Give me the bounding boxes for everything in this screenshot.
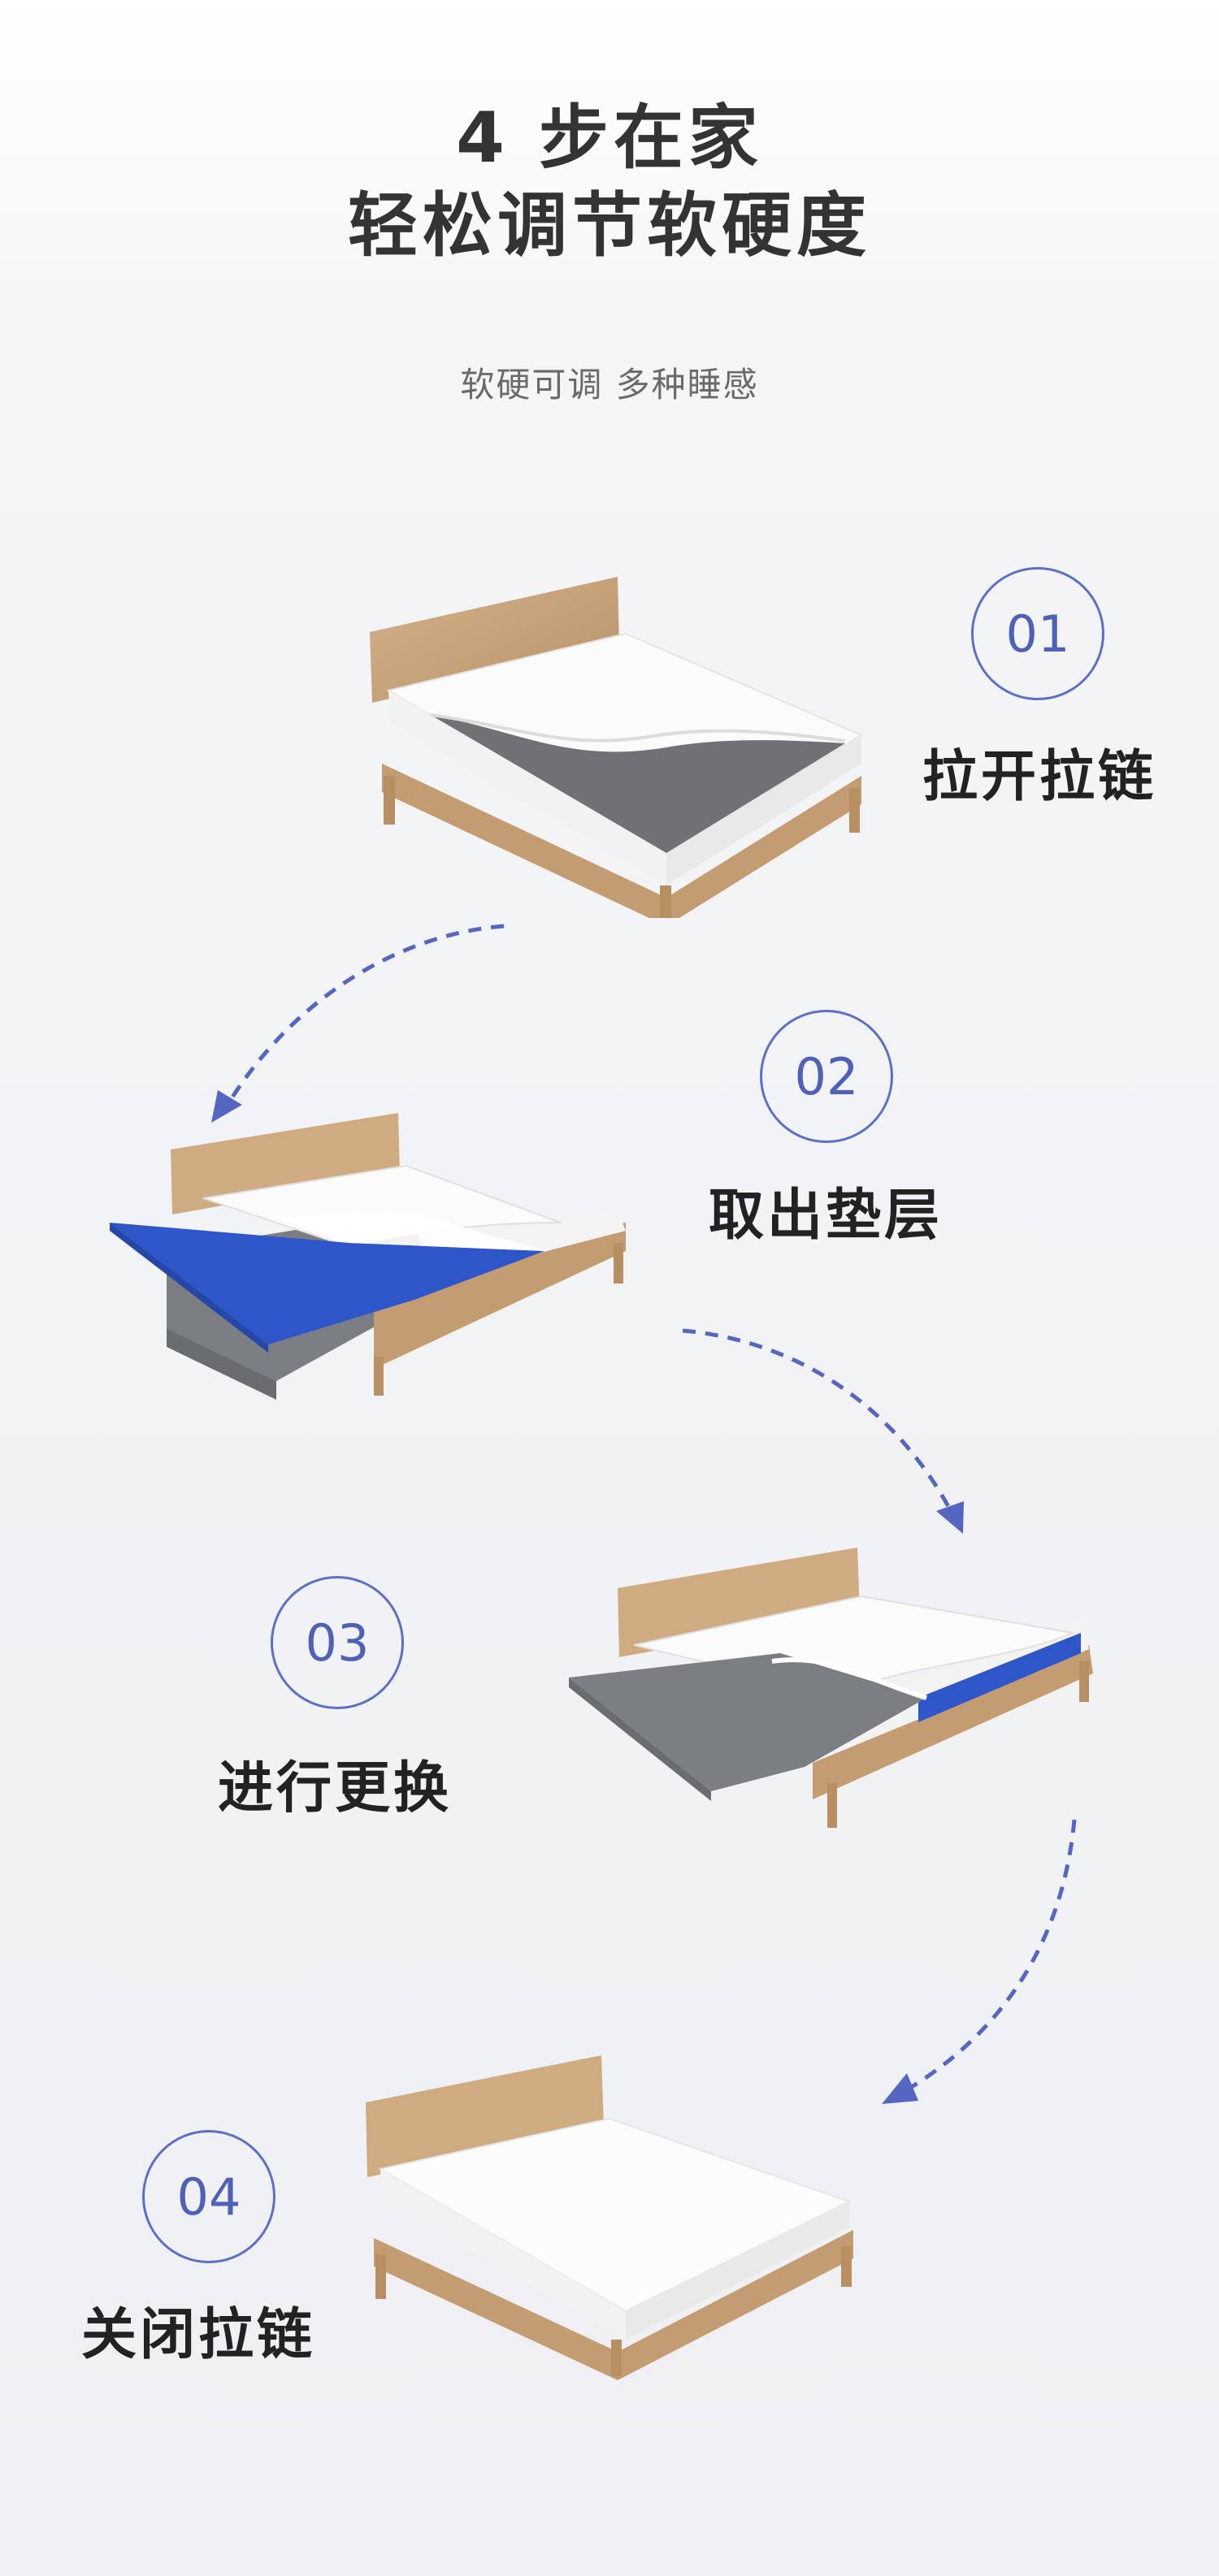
step-number-badge: 02 — [760, 1010, 893, 1143]
step-label: 进行更换 — [218, 1756, 453, 1821]
bed-illustration-step4 — [366, 2055, 853, 2380]
step-number-badge: 03 — [271, 1576, 404, 1709]
page-title-line2: 轻松调节软硬度 — [348, 185, 871, 266]
step-label: 关闭拉链 — [81, 2303, 316, 2367]
step-number-badge: 01 — [971, 567, 1104, 700]
dashed-arrow-icon — [882, 1819, 1077, 2104]
bed-illustration-step2 — [110, 1113, 626, 1400]
page-title-line1: 4 步在家 — [456, 97, 763, 179]
step-label: 拉开拉链 — [922, 745, 1157, 809]
bed-illustration-step3 — [569, 1548, 1093, 1828]
dashed-arrow-icon — [682, 1328, 964, 1534]
bed-illustration-step1 — [370, 577, 864, 918]
step-number-badge: 04 — [142, 2130, 275, 2263]
page-subtitle: 软硬可调 多种睡感 — [460, 365, 759, 405]
dashed-arrow-icon — [211, 924, 505, 1123]
step-label: 取出垫层 — [709, 1184, 944, 1248]
